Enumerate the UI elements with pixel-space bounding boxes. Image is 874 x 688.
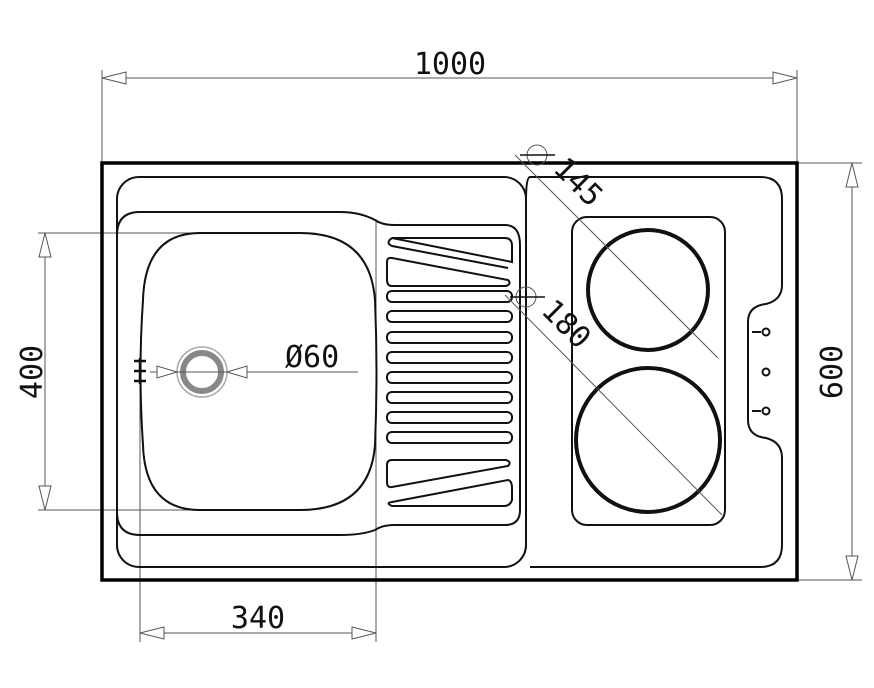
small-hotplate bbox=[586, 228, 710, 352]
knob-icon bbox=[761, 327, 771, 337]
depth-dimension: 600 bbox=[797, 162, 862, 581]
width-dimension: 1000 bbox=[101, 47, 798, 163]
bowl-depth-dimension: 400 bbox=[15, 232, 260, 511]
width-label: 1000 bbox=[414, 47, 486, 82]
depth-label: 600 bbox=[815, 345, 850, 399]
drain-ribs bbox=[386, 237, 513, 507]
drain-rib bbox=[386, 331, 513, 344]
control-panel bbox=[752, 327, 771, 416]
knob-icon bbox=[761, 406, 771, 416]
drainboard-plate bbox=[116, 211, 521, 536]
bowl-depth-label: 400 bbox=[15, 345, 50, 399]
outer-frame bbox=[100, 161, 799, 582]
small-hotplate-label: 145 bbox=[546, 151, 609, 214]
drain-rib bbox=[386, 371, 513, 384]
knob-icon bbox=[761, 367, 771, 377]
large-hotplate bbox=[574, 366, 722, 514]
hob-tray bbox=[530, 176, 783, 568]
drain-diameter-label: Ø60 bbox=[285, 340, 339, 375]
sink-bowl bbox=[139, 232, 378, 511]
hob-plate bbox=[571, 216, 726, 526]
drain-rib bbox=[386, 290, 513, 303]
bowl-width-label: 340 bbox=[231, 601, 285, 636]
drain-rib bbox=[386, 351, 513, 364]
drain-rib bbox=[386, 391, 513, 404]
drain-rib bbox=[386, 431, 513, 444]
hotplate-dimensions: 145 180 bbox=[504, 144, 723, 516]
drain-rib bbox=[386, 310, 513, 323]
drain-rib bbox=[386, 411, 513, 424]
drain: Ø60 bbox=[134, 340, 358, 398]
